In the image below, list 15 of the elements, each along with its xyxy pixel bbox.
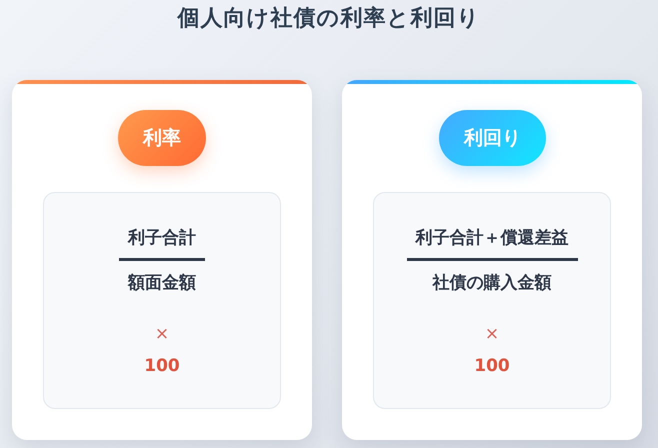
heading-pill: 利率	[118, 110, 206, 166]
multiplier-value: 100	[144, 354, 180, 378]
heading-pill: 利回り	[439, 110, 546, 166]
card-panel	[342, 80, 642, 440]
card-panel	[12, 80, 312, 440]
multiply-sign: ×	[484, 322, 500, 346]
diagram-title: 個人向け社債の利率と利回り	[178, 6, 480, 31]
formula-panel	[373, 192, 611, 409]
denominator-text: 社債の購入金額	[432, 272, 552, 294]
denominator-text: 額面金額	[128, 272, 196, 294]
formula-panel	[43, 192, 281, 409]
numerator-text: 利子合計	[128, 227, 196, 250]
multiplier-value: 100	[474, 354, 510, 378]
multiply-sign: ×	[154, 322, 170, 346]
numerator-text: 利子合計＋償還差益	[416, 227, 568, 250]
